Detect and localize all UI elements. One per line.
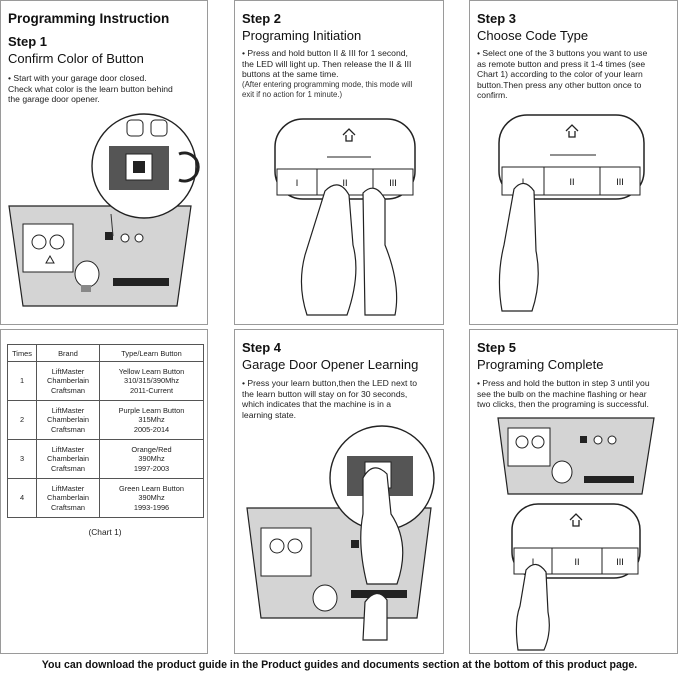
panel-step1: Programming Instruction Step 1 Confirm C…: [0, 0, 208, 325]
light-bulb-icon: [312, 584, 338, 612]
main-heading: Programming Instruction: [8, 11, 170, 26]
home-icon: [342, 128, 356, 142]
panel-step5: Step 5 Programing Complete • Press and h…: [469, 329, 678, 654]
chart-caption: (Chart 1): [88, 527, 122, 537]
remote-button-label-3: III: [389, 178, 397, 188]
step4-text: • Press your learn button,then the LED n…: [242, 378, 417, 420]
panel-step4: Step 4 Garage Door Opener Learning • Pre…: [234, 329, 444, 654]
hand-icon: [360, 467, 404, 585]
step5-title: Programing Complete: [477, 357, 604, 372]
opener-label-plate: [22, 223, 74, 273]
svg-text:II: II: [569, 177, 574, 187]
hand-icon: [498, 182, 539, 312]
panel-step2: Step 2 Programing Initiation • Press and…: [234, 0, 444, 325]
step4-title: Garage Door Opener Learning: [242, 357, 419, 372]
step1-text: • Start with your garage door closed. Ch…: [8, 73, 173, 104]
step1-title: Confirm Color of Button: [8, 51, 144, 66]
step3-title: Choose Code Type: [477, 28, 589, 43]
svg-text:II: II: [574, 557, 579, 567]
svg-text:III: III: [616, 177, 624, 187]
step4-label: Step 4: [242, 340, 282, 355]
svg-text:I: I: [532, 557, 535, 567]
step2-text: • Press and hold button II & III for 1 s…: [242, 48, 413, 99]
svg-text:I: I: [522, 177, 525, 187]
remote-button-label-2: II: [342, 178, 347, 188]
panel-step3: Step 3 Choose Code Type • Select one of …: [469, 0, 678, 325]
opener-display-slot: [113, 278, 169, 286]
step5-text: • Press and hold the button in step 3 un…: [477, 378, 650, 409]
light-bulb-icon: [551, 460, 573, 484]
hand-icon: [515, 563, 550, 651]
footer-note: You can download the product guide in th…: [41, 659, 638, 671]
step1-label: Step 1: [8, 34, 48, 49]
press-learn-button-illustration: [246, 425, 435, 641]
step2-title: Programing Initiation: [242, 28, 362, 43]
remote-press-i-illustration: I II III: [498, 114, 645, 312]
home-icon: [569, 513, 583, 527]
panel-chart: Times Brand Type/Learn Button 1 LiftMast…: [0, 329, 208, 654]
remote-button-label-1: I: [296, 178, 299, 188]
learn-button: [133, 161, 145, 173]
step2-label: Step 2: [242, 11, 282, 26]
home-icon: [565, 124, 579, 138]
opener-learn-button-illustration: [8, 113, 200, 307]
svg-text:III: III: [616, 557, 624, 567]
programming-complete-illustration: I II III: [497, 417, 655, 651]
hand-icon: [300, 184, 357, 316]
code-type-chart: Times Brand Type/Learn Button 1 LiftMast…: [7, 344, 204, 518]
step5-label: Step 5: [477, 340, 517, 355]
light-bulb-icon: [74, 260, 100, 288]
step3-label: Step 3: [477, 11, 517, 26]
step3-text: • Select one of the 3 buttons you want t…: [477, 48, 648, 100]
remote-press-ii-iii-illustration: I II III: [274, 118, 416, 316]
